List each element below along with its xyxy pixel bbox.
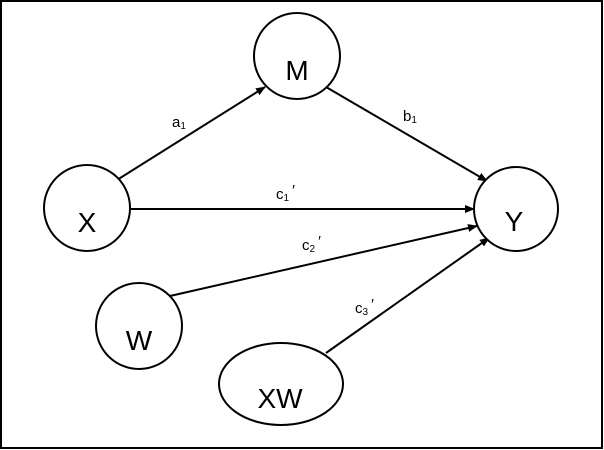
node-y: Y — [473, 166, 559, 252]
edge-label-c1-prime: c1′ — [276, 182, 295, 204]
node-y-label: Y — [505, 206, 524, 237]
node-x-label: X — [78, 207, 97, 238]
edge-x-to-m — [116, 86, 266, 181]
node-x-circle — [43, 164, 131, 252]
edge-label-c3-prime: c3′ — [355, 296, 374, 318]
node-m-label: M — [285, 55, 308, 86]
edge-label-a1: a1 — [172, 114, 186, 132]
edge-label-b1: b1 — [403, 108, 417, 126]
node-w: W — [95, 282, 183, 370]
node-y-circle — [473, 166, 559, 252]
node-xw-label: XW — [257, 383, 303, 414]
node-xw: XW — [218, 342, 344, 426]
node-x: X — [43, 164, 131, 252]
edge-xw-to-y — [325, 237, 490, 354]
node-w-label: W — [126, 325, 153, 356]
edge-w-to-y — [169, 224, 478, 297]
edge-m-to-y — [325, 86, 488, 182]
node-m-circle — [253, 12, 341, 100]
node-w-circle — [95, 282, 183, 370]
node-m: M — [253, 12, 341, 100]
node-xw-ellipse — [218, 342, 344, 426]
edge-label-c2-prime: c2′ — [302, 233, 321, 255]
